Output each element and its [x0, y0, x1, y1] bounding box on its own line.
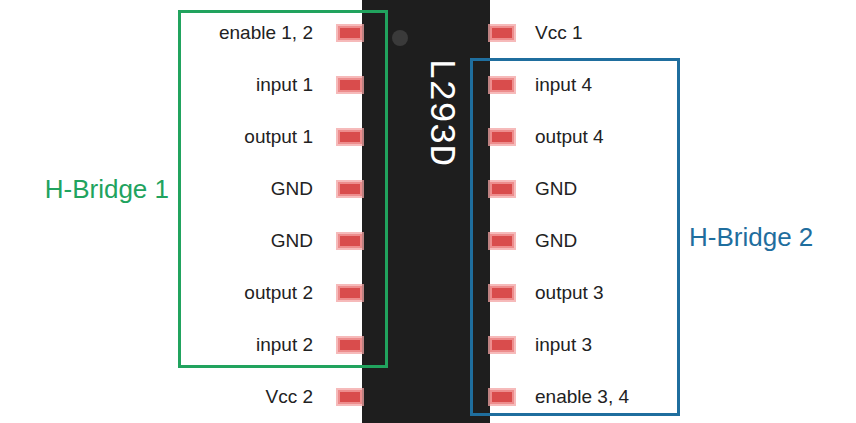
- group-heading: H-Bridge 1: [45, 175, 169, 204]
- h-bridge-group: H-Bridge 2: [470, 58, 680, 416]
- pin-lead: [490, 78, 514, 92]
- pin-lead: [490, 26, 514, 40]
- pin-name: output 3: [535, 283, 604, 304]
- pin-name: output 4: [535, 127, 604, 148]
- pin-name: input 2: [256, 335, 313, 356]
- pin-name: input 4: [535, 75, 592, 96]
- pin-name: enable 1, 2: [219, 23, 313, 44]
- pin-lead: [338, 390, 362, 404]
- pin-name: GND: [535, 231, 577, 252]
- group-heading: H-Bridge 2: [689, 223, 813, 252]
- h-bridge-group: H-Bridge 1: [178, 10, 388, 368]
- pin-name: input 3: [535, 335, 592, 356]
- pin-lead: [338, 78, 362, 92]
- pin-lead: [338, 130, 362, 144]
- chip-marking: L293D: [422, 58, 458, 166]
- pin-name: Vcc 2: [265, 387, 313, 408]
- pin-lead: [490, 130, 514, 144]
- pin-name: input 1: [256, 75, 313, 96]
- pin-lead: [490, 234, 514, 248]
- pin-name: GND: [271, 179, 313, 200]
- pin-lead: [338, 338, 362, 352]
- pin-name: GND: [271, 231, 313, 252]
- pin-lead: [490, 390, 514, 404]
- pin-lead: [338, 26, 362, 40]
- pin-name: enable 3, 4: [535, 387, 629, 408]
- pin-name: output 2: [244, 283, 313, 304]
- pin-lead: [490, 338, 514, 352]
- chip-pins: [338, 26, 514, 404]
- pin-name: output 1: [244, 127, 313, 148]
- pin-lead: [490, 286, 514, 300]
- pin-lead: [338, 234, 362, 248]
- pin-name: GND: [535, 179, 577, 200]
- pin-lead: [490, 182, 514, 196]
- pin-name: Vcc 1: [535, 23, 583, 44]
- pin-lead: [338, 182, 362, 196]
- pin1-dot: [392, 30, 408, 46]
- pin-lead: [338, 286, 362, 300]
